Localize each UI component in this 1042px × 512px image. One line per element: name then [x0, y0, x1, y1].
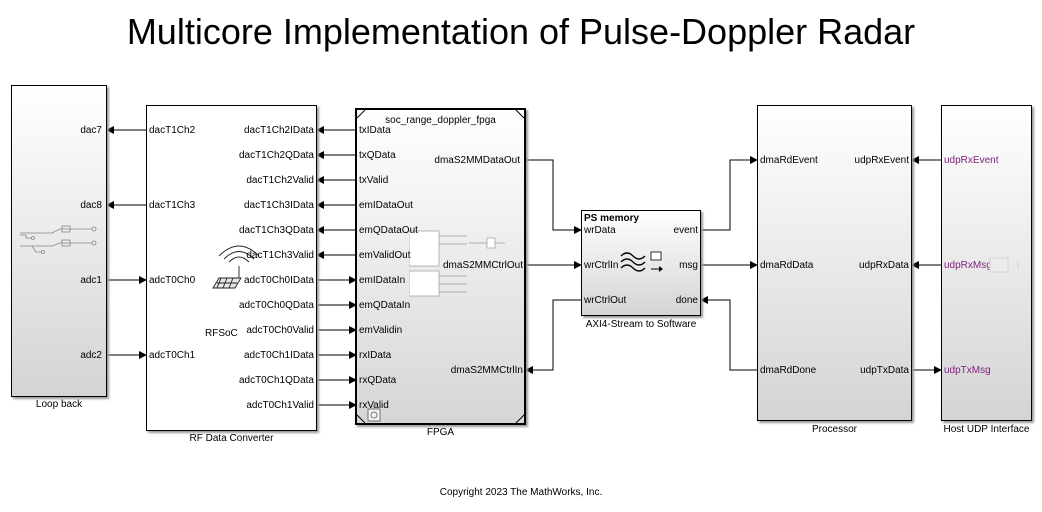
axi-port-event: event [673, 225, 698, 236]
rfdc-port-adcT0Ch1Valid: adcT0Ch1Valid [246, 400, 314, 411]
processor-port-dmaRdDone: dmaRdDone [760, 365, 817, 376]
fpga-corner-marks [357, 110, 524, 423]
processor-port-udpRxEvent: udpRxEvent [854, 155, 909, 166]
processor-block[interactable]: dmaRdEvent dmaRdData dmaRdDone udpRxEven… [757, 105, 912, 421]
copyright-notice: Copyright 2023 The MathWorks, Inc. [439, 487, 603, 498]
fpga-port-dmaS2MMCtrlIn: dmaS2MMCtrlIn [450, 365, 523, 376]
fpga-label: FPGA [426, 427, 455, 438]
rfdc-port-adcT0Ch0Valid: adcT0Ch0Valid [246, 325, 314, 336]
fpga-port-rxValid: rxValid [359, 400, 389, 411]
host-port-udpRxEvent: udpRxEvent [944, 155, 999, 166]
axi4-stream-to-software-label: AXI4-Stream to Software [585, 319, 697, 330]
axi-port-msg: msg [679, 260, 698, 271]
fpga-hdl-icon [367, 408, 381, 422]
rfsoc-label: RFSoC [205, 328, 238, 339]
host-preview-icon [989, 257, 1019, 273]
fpga-port-rxQData: rxQData [359, 375, 397, 386]
rf-data-converter-block[interactable]: dacT1Ch2 dacT1Ch3 adcT0Ch0 adcT0Ch1 RFSo… [146, 105, 317, 431]
fpga-port-emValidin: emValidin [359, 325, 403, 336]
rfdc-port-adcT0Ch1QData: adcT0Ch1QData [238, 375, 314, 386]
loopback-wiring-icon [20, 225, 97, 254]
loopback-label: Loop back [35, 399, 83, 410]
rfdc-port-adcT0Ch1IData: adcT0Ch1IData [243, 350, 314, 361]
rfdc-port-adcT0Ch0: adcT0Ch0 [149, 275, 196, 286]
loopback-port-dac8: dac8 [80, 200, 102, 211]
rfsoc-antenna-icon [212, 245, 260, 289]
rfdc-port-dacT1Ch2: dacT1Ch2 [149, 125, 196, 136]
loopback-port-adc2: adc2 [80, 350, 102, 361]
rfdc-port-dacT1Ch3Valid: dacT1Ch3Valid [246, 250, 314, 261]
rfdc-port-dacT1Ch3: dacT1Ch3 [149, 200, 196, 211]
loopback-port-dac7: dac7 [80, 125, 102, 136]
loopback-block[interactable]: dac7 dac8 adc1 adc2 [11, 85, 107, 397]
fpga-port-emValidOut: emValidOut [359, 250, 411, 261]
fpga-port-emQDataOut: emQDataOut [359, 225, 418, 236]
rfdc-port-dacT1Ch2QData: dacT1Ch2QData [238, 150, 314, 161]
rfdc-port-dacT1Ch2IData: dacT1Ch2IData [243, 125, 314, 136]
rf-data-converter-label: RF Data Converter [189, 433, 274, 444]
diagram-title: Multicore Implementation of Pulse-Dopple… [126, 11, 916, 52]
fpga-port-rxIData: rxIData [359, 350, 392, 361]
fpga-port-txIData: txIData [359, 125, 391, 136]
fpga-model-name: soc_range_doppler_fpga [385, 115, 496, 126]
host-port-udpTxMsg: udpTxMsg [944, 365, 991, 376]
fpga-block[interactable]: soc_range_doppler_fpga txIData txQData t… [355, 108, 526, 425]
fpga-subsystem-preview-icon [409, 230, 505, 297]
fpga-port-emIDataIn: emIDataIn [359, 275, 406, 286]
fpga-port-emIDataOut: emIDataOut [359, 200, 413, 211]
processor-label: Processor [811, 424, 857, 435]
rfdc-port-dacT1Ch3IData: dacT1Ch3IData [243, 200, 314, 211]
fpga-port-txQData: txQData [359, 150, 396, 161]
rfdc-port-adcT0Ch1: adcT0Ch1 [149, 350, 196, 361]
rfdc-port-adcT0Ch0QData: adcT0Ch0QData [238, 300, 314, 311]
rfdc-port-dacT1Ch2Valid: dacT1Ch2Valid [246, 175, 314, 186]
ps-memory-title: PS memory [584, 213, 640, 224]
axi-port-wrData: wrData [584, 225, 616, 236]
stream-to-memory-icon [620, 251, 663, 272]
processor-port-dmaRdEvent: dmaRdEvent [760, 155, 818, 166]
fpga-port-dmaS2MMDataOut: dmaS2MMDataOut [434, 155, 520, 166]
axi4-stream-to-software-block[interactable]: PS memory wrData wrCtrlIn wrCtrlOut even… [581, 210, 701, 316]
processor-port-udpTxData: udpTxData [860, 365, 909, 376]
processor-port-dmaRdData: dmaRdData [760, 260, 814, 271]
loopback-port-adc1: adc1 [80, 275, 102, 286]
fpga-port-emQDataIn: emQDataIn [359, 300, 411, 311]
fpga-port-txValid: txValid [359, 175, 389, 186]
axi-port-done: done [675, 295, 698, 306]
rfdc-port-dacT1Ch3QData: dacT1Ch3QData [238, 225, 314, 236]
rfdc-port-adcT0Ch0IData: adcT0Ch0IData [243, 275, 314, 286]
axi-port-wrCtrlIn: wrCtrlIn [584, 260, 619, 271]
host-port-udpRxMsg: udpRxMsg [944, 260, 992, 271]
processor-port-udpRxData: udpRxData [858, 260, 909, 271]
host-udp-interface-label: Host UDP Interface [943, 424, 1030, 435]
axi-port-wrCtrlOut: wrCtrlOut [584, 295, 627, 306]
host-udp-interface-block[interactable]: udpRxEvent udpRxMsg udpTxMsg [941, 105, 1032, 421]
fpga-port-dmaS2MMCtrlOut: dmaS2MMCtrlOut [442, 260, 523, 271]
